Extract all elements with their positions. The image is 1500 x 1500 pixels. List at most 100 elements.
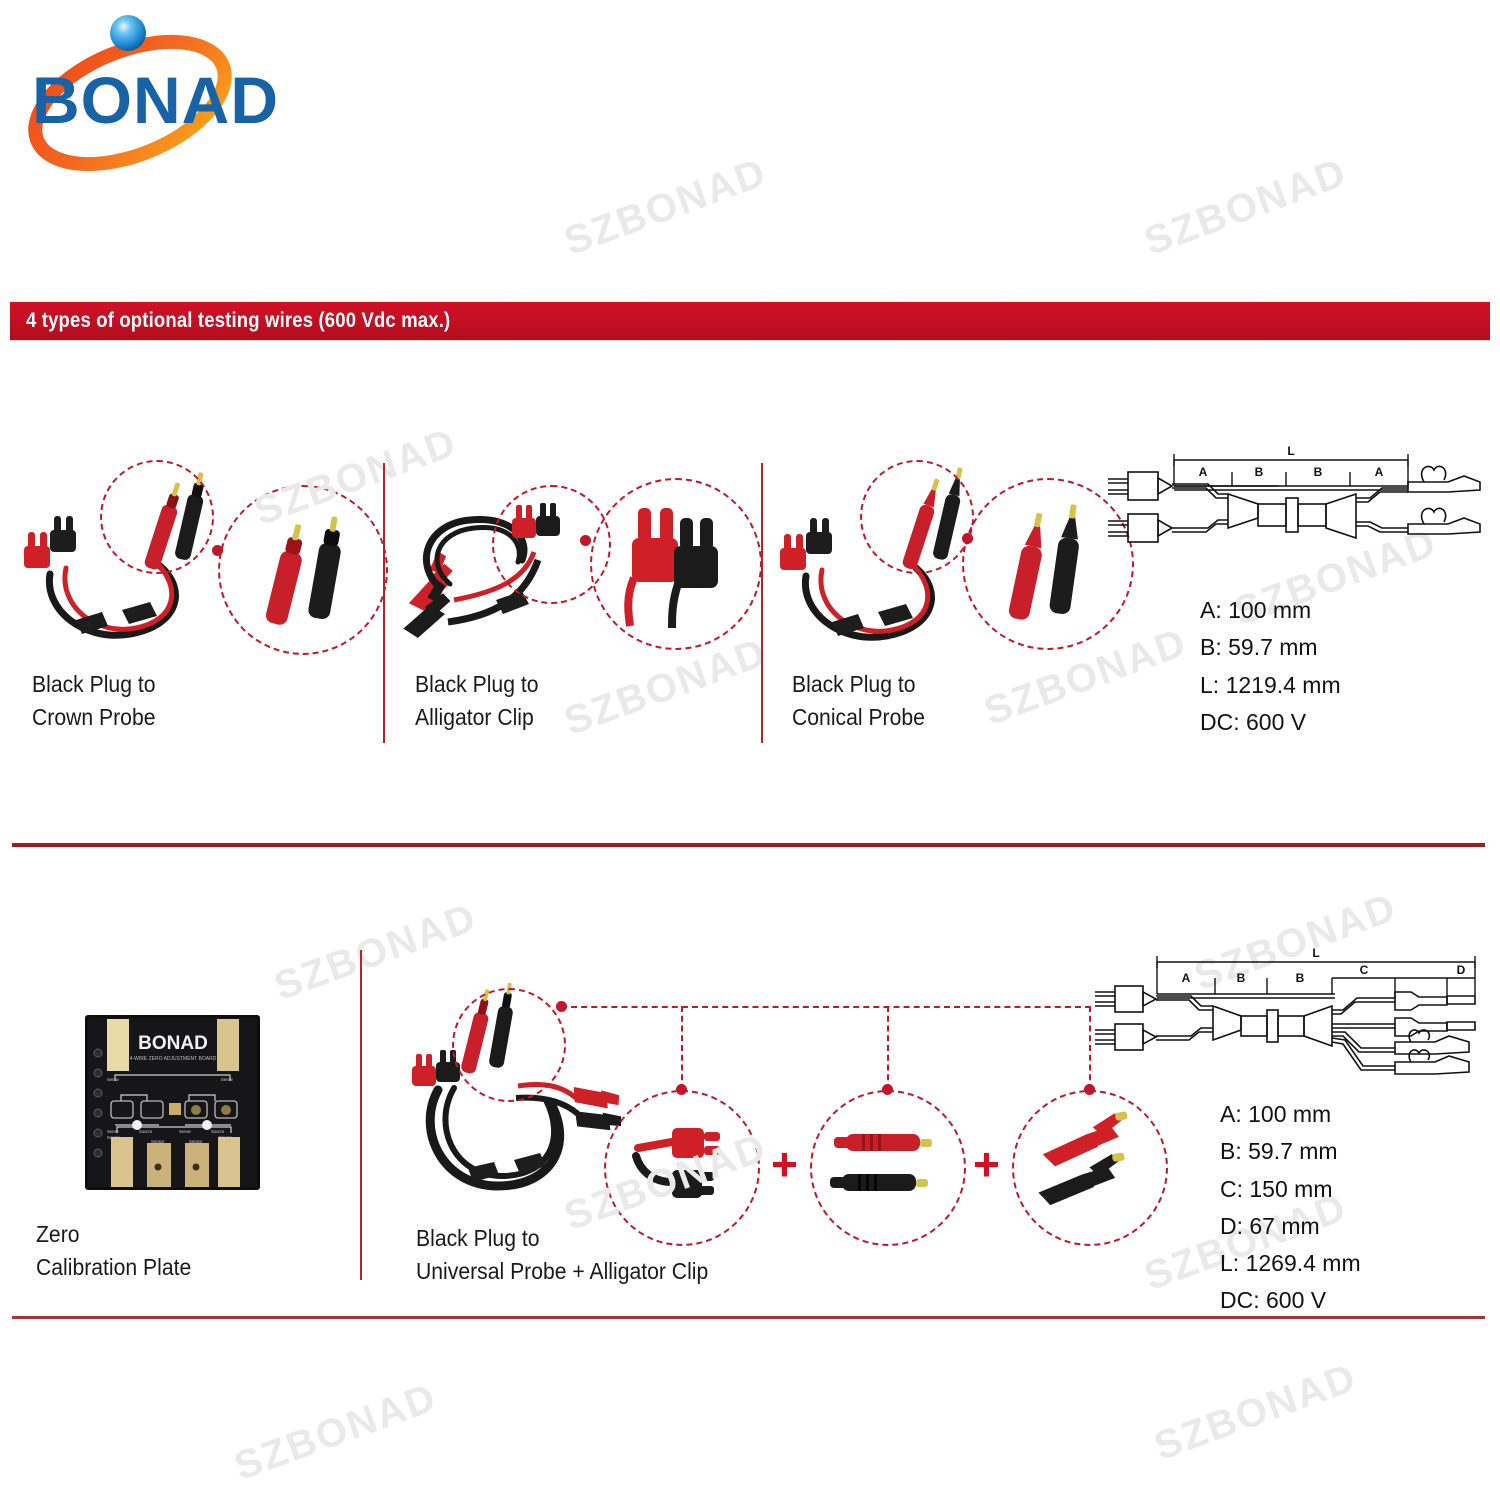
crown-probe-red-closeup-icon [265,524,303,625]
2-wire-kelvin-clip-drawing: L A B B A [1108,442,1488,572]
callout-dot [962,533,973,544]
caption-line-2: Calibration Plate [36,1253,192,1280]
dim-marker-B: B [1237,971,1246,985]
callout-dot [580,535,591,546]
svg-text:Source: Source [219,1135,233,1140]
svg-text:Source: Source [211,1129,225,1134]
cell-divider [383,463,385,743]
universal-probe-pair-closeup-photo [826,1118,951,1218]
brand-logo: BONAD [18,8,338,203]
dim-marker-L: L [1312,946,1319,960]
conical-probe-callout-ring [962,478,1134,650]
alligator-clip-black-icon [575,1111,622,1131]
combiner-plus-sign: + [771,1138,798,1190]
tree-horizontal-line [561,1006,1091,1008]
tree-node-dot [882,1084,893,1095]
tree-node-dot [1084,1084,1095,1095]
spec-item: L: 1219.4 mm [1200,671,1341,698]
dim-marker-C: C [1360,963,1369,977]
spec-item: L: 1269.4 mm [1220,1250,1361,1276]
dim-marker-A: A [1375,465,1384,479]
section-banner: 4 types of optional testing wires (600 V… [10,302,1490,340]
banana-plug-pair-closeup-photo [624,1112,739,1222]
tree-branch-line [681,1006,683,1090]
dim-marker-D: D [1457,963,1466,977]
banana-plug-black-pair-icon [632,1152,714,1198]
caption-line-1: Black Plug to [415,671,539,697]
alligator-clip-red-pair-icon [1042,1111,1128,1167]
spec-item: B: 59.7 mm [1220,1138,1338,1165]
spec-item: DC: 600 V [1220,1287,1327,1314]
tree-branch-line [887,1006,889,1090]
svg-text:Source: Source [107,1135,121,1140]
spec-item: DC: 600 V [1200,708,1307,735]
dim-marker-B: B [1314,465,1323,479]
spec-item: A: 100 mm [1220,1101,1332,1127]
caption-line-2: Alligator Clip [415,703,534,730]
conical-probe-callout-ring-small [860,460,974,574]
combiner-plus-sign: + [973,1138,1000,1190]
banana-plug-black-closeup-icon [668,518,718,629]
caption-line-2: Crown Probe [32,703,156,730]
universal-probe-black-pair-icon [830,1174,928,1191]
dim-marker-B: B [1296,971,1305,985]
section-divider [12,1316,1485,1319]
conical-probe-closeup-photo [988,504,1113,633]
svg-text:Sensor: Sensor [189,1139,203,1144]
caption-zero-calibration-plate: Zero Calibration Plate [36,1218,191,1283]
svg-text:Sensor: Sensor [151,1139,165,1144]
spec-item: C: 150 mm [1220,1175,1333,1202]
watermark: SZBONAD [228,1375,443,1489]
crown-probe-closeup-photo [246,515,366,635]
board-title: BONAD [138,1033,208,1054]
logo-sphere-icon [110,15,146,51]
board-subtitle: 4-WIRE ZERO ADJUSTMENT BOARD [130,1056,217,1062]
zero-calibration-plate-photo: BONAD 4-WIRE ZERO ADJUSTMENT BOARD [85,1015,260,1190]
caption-conical-probe: Black Plug to Conical Probe [792,668,925,733]
watermark: SZBONAD [558,150,773,264]
caption-alligator-clip: Black Plug to Alligator Clip [415,668,539,733]
watermark: SZBONAD [1148,1355,1363,1469]
tree-node-dot [676,1084,687,1095]
banana-plug-red-icon [412,1054,436,1086]
caption-line-1: Black Plug to [32,671,156,697]
conical-probe-black-closeup-icon [1049,504,1079,614]
banana-plug-red-closeup-icon [624,508,678,627]
banana-plug-red-icon [24,532,50,568]
watermark: SZBONAD [1138,150,1353,264]
svg-text:Sense: Sense [107,1129,120,1134]
caption-line-1: Black Plug to [792,671,916,697]
4-wire-kelvin-kit-drawing: L A B B C D [1095,932,1495,1092]
caption-line-2: Universal Probe + Alligator Clip [416,1257,709,1284]
dim-marker-B: B [1255,465,1264,479]
alligator-clip-red-icon [573,1086,620,1109]
crown-probe-black-closeup-icon [308,516,341,620]
banana-plug-black-icon [50,516,76,552]
caption-line-1: Black Plug to [416,1225,540,1251]
crown-probe-callout-ring-small [100,460,214,574]
banana-plug-closeup-photo [612,500,742,630]
cell-divider [761,463,763,743]
banana-plug-red-pair-icon [634,1128,720,1158]
banner-title: 4 types of optional testing wires (600 V… [26,309,451,332]
universal-kit-callout-ring-small [452,988,566,1102]
spec-item: D: 67 mm [1220,1212,1320,1239]
caption-universal-kit: Black Plug to Universal Probe + Alligato… [416,1222,708,1287]
alligator-clip-black-pair-icon [1038,1152,1125,1206]
conical-probe-red-closeup-icon [1008,512,1043,620]
spec-item: A: 100 mm [1200,597,1312,623]
caption-line-2: Conical Probe [792,703,925,730]
universal-probe-red-pair-icon [834,1134,932,1151]
crown-probe-callout-ring [218,485,388,655]
svg-text:Sense: Sense [179,1129,192,1134]
dim-marker-A: A [1182,971,1191,985]
callout-dot [212,545,223,556]
caption-line-1: Zero [36,1221,80,1247]
cell-divider [360,950,362,1280]
section-divider [12,843,1485,847]
tree-branch-line [1089,1006,1091,1090]
banana-plug-black-icon [806,518,832,554]
spec-list-top: A: 100 mm B: 59.7 mm L: 1219.4 mm DC: 60… [1200,592,1341,741]
dim-marker-A: A [1199,465,1208,479]
